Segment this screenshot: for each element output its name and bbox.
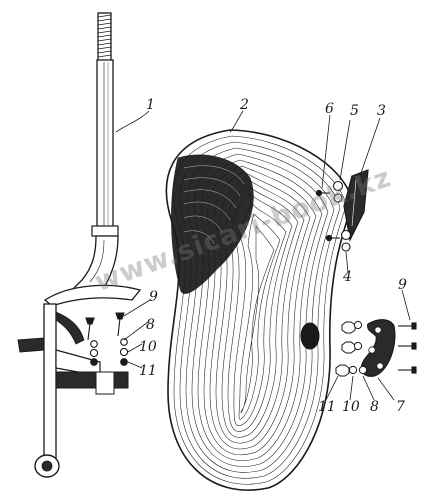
callout-3: 3 — [377, 103, 386, 119]
bracket-bolts — [85, 312, 129, 366]
callout-4: 4 — [343, 269, 352, 285]
callout-9-right: 9 — [398, 277, 407, 293]
callout-2: 2 — [240, 97, 249, 113]
mounting-hole — [300, 322, 320, 350]
callout-10-left: 10 — [139, 339, 157, 355]
callout-10-right: 10 — [342, 399, 360, 415]
right-bracket — [361, 319, 396, 377]
leader-lines — [115, 110, 411, 401]
shin-part — [343, 169, 369, 242]
post-assembly — [17, 12, 142, 478]
callout-11-right: 11 — [318, 399, 336, 415]
callout-8-left: 8 — [146, 317, 155, 333]
callout-11-left: 11 — [139, 363, 157, 379]
thread-lines — [97, 14, 112, 58]
callout-1: 1 — [146, 97, 155, 113]
callout-5: 5 — [350, 103, 359, 119]
shin-hardware — [315, 180, 352, 252]
callout-9-left: 9 — [149, 289, 158, 305]
callout-7: 7 — [396, 399, 405, 415]
right-bolts — [398, 322, 417, 374]
callout-8-right: 8 — [370, 399, 379, 415]
callout-6: 6 — [325, 101, 334, 117]
right-washers — [335, 320, 368, 377]
